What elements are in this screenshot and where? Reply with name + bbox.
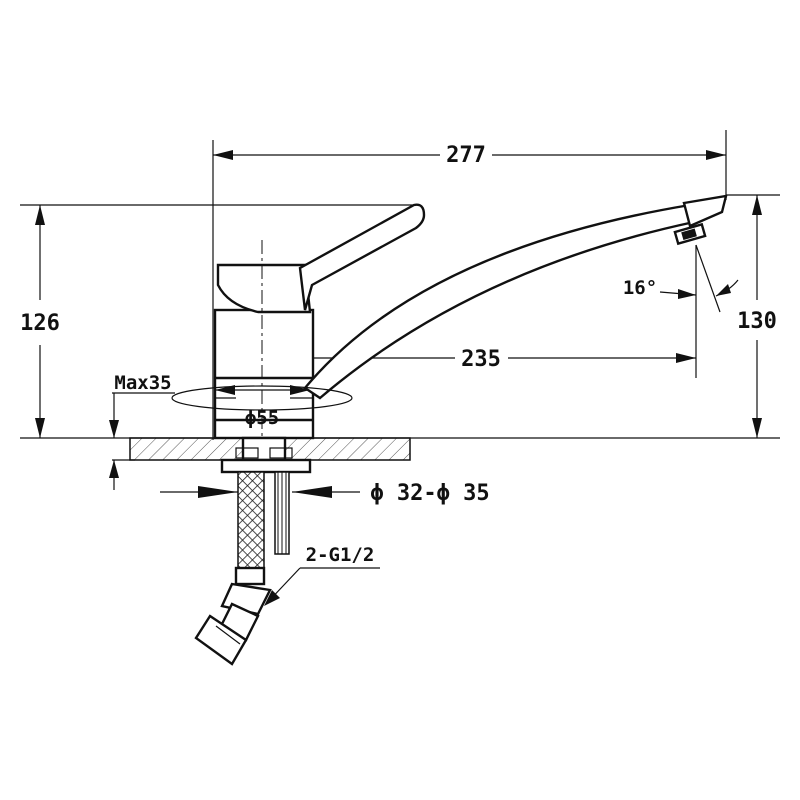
dim-hole-diameter-label: ϕ 32-ϕ 35 bbox=[370, 481, 489, 506]
dim-total-height: 126 bbox=[20, 205, 60, 438]
hose-fitting bbox=[194, 566, 272, 666]
mounting-hardware bbox=[220, 436, 312, 573]
countertop bbox=[20, 437, 780, 461]
dim-overall-length: 277 bbox=[213, 143, 726, 168]
dim-hole-diameter: ϕ 32-ϕ 35 bbox=[160, 481, 490, 506]
dim-max-deck-thickness: Max35 bbox=[109, 372, 175, 490]
dim-hose-thread-label: 2-G1/2 bbox=[306, 544, 375, 566]
dim-spout-height: 130 bbox=[737, 195, 777, 438]
dim-base-diameter: ϕ55 bbox=[171, 385, 353, 429]
lever-handle bbox=[298, 203, 426, 311]
dim-overall-length-label: 277 bbox=[446, 143, 486, 168]
dim-hose-thread: 2-G1/2 bbox=[264, 544, 380, 606]
dim-spout-reach-label: 235 bbox=[461, 347, 501, 372]
dim-spout-angle: 16° bbox=[623, 244, 739, 313]
dim-spout-height-label: 130 bbox=[737, 309, 777, 334]
dim-spout-angle-label: 16° bbox=[623, 277, 657, 299]
dim-max-deck-thickness-label: Max35 bbox=[114, 372, 171, 394]
dim-total-height-label: 126 bbox=[20, 311, 60, 336]
dim-base-diameter-label: ϕ55 bbox=[245, 407, 279, 429]
extension-lines bbox=[20, 130, 780, 440]
spout bbox=[303, 194, 728, 400]
faucet-body bbox=[213, 240, 315, 440]
rod-threads bbox=[277, 472, 287, 554]
